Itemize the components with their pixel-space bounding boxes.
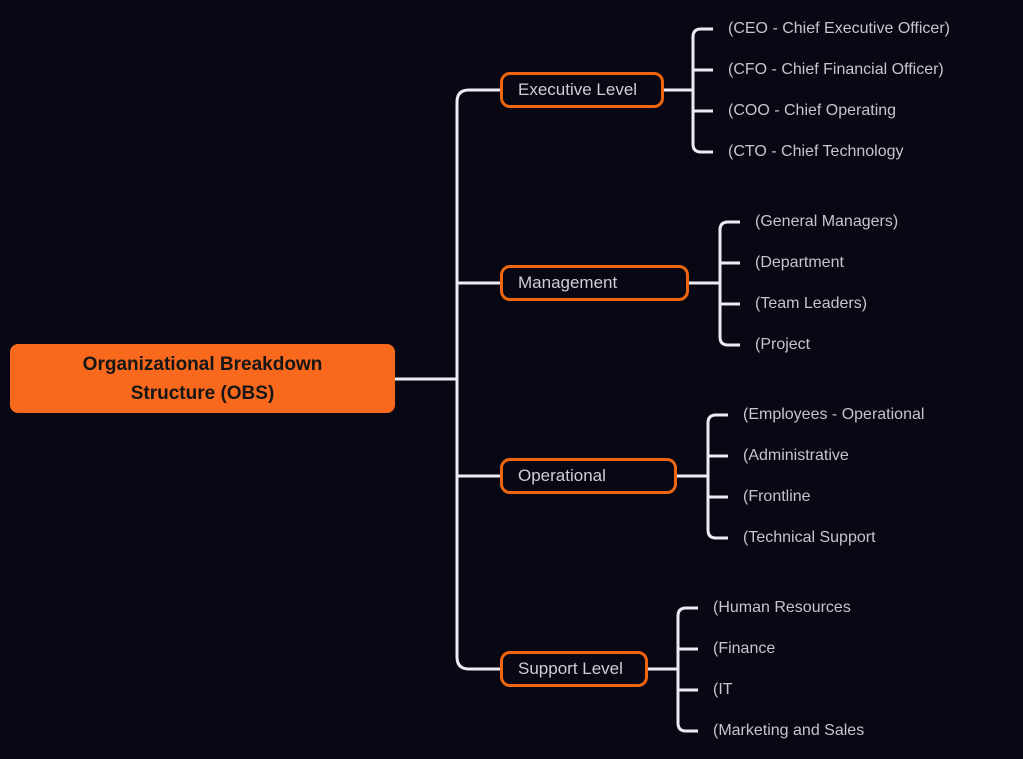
root-node: Organizational Breakdown Structure (OBS) — [10, 344, 395, 413]
leaf-item: (Department — [755, 254, 844, 271]
leaf-bracket-line — [691, 27, 713, 154]
root-node-label: Organizational Breakdown Structure (OBS) — [82, 353, 323, 404]
leaf-item: (Team Leaders) — [755, 295, 868, 312]
trunk-line — [455, 88, 500, 671]
leaf-item: (Frontline — [743, 488, 811, 505]
leaf-item: (CEO - Chief Executive Officer) — [728, 20, 950, 37]
branch-node-label: Executive Level — [518, 80, 638, 99]
branch-node-label: Support Level — [518, 659, 623, 678]
leaf-item: (CFO - Chief Financial Officer) — [728, 61, 944, 78]
branch-node-label: Operational — [518, 466, 606, 485]
leaf-bracket-line — [718, 220, 740, 347]
leaf-item: (Finance — [713, 640, 776, 657]
leaf-item: (Marketing and Sales — [713, 722, 865, 739]
leaf-item: (Technical Support — [743, 529, 876, 546]
leaf-item: (Employees - Operational — [743, 406, 925, 423]
leaf-item: (Project — [755, 336, 811, 353]
branch-node-support-level: Support Level — [500, 651, 648, 687]
leaf-bracket-line — [676, 606, 698, 733]
leaf-item: (Administrative — [743, 447, 849, 464]
branch-node-executive-level: Executive Level — [500, 72, 664, 108]
leaf-item: (CTO - Chief Technology — [728, 143, 904, 160]
branch-node-label: Management — [518, 273, 618, 292]
leaf-item: (COO - Chief Operating — [728, 102, 897, 119]
leaf-item: (IT — [713, 681, 733, 698]
branch-node-management: Management — [500, 265, 689, 301]
leaf-bracket-line — [706, 413, 728, 540]
branch-node-operational: Operational — [500, 458, 677, 494]
leaf-item: (Human Resources — [713, 599, 851, 616]
leaf-item: (General Managers) — [755, 213, 899, 230]
